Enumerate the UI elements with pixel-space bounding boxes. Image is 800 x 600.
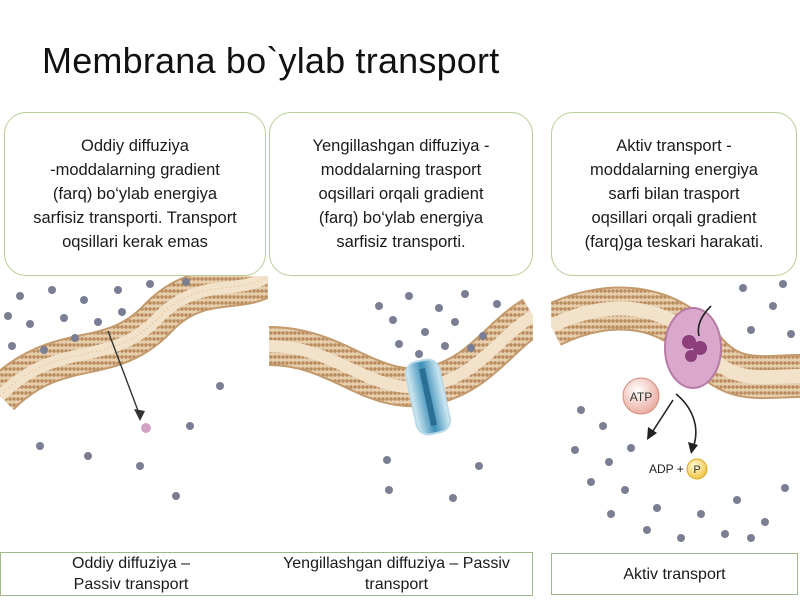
definition-card-active-transport: Aktiv transport - moddalarning energiya … [551, 112, 797, 276]
caption-facilitated-diffusion: Yengillashgan diffuziya – Passiv transpo… [261, 552, 533, 596]
molecules [4, 278, 224, 500]
membrane-illustration [0, 276, 268, 500]
card-line: Oddiy diffuziya [81, 137, 189, 155]
phosphate-molecule: P [686, 458, 708, 480]
card-line: sarfisiz transporti. [336, 233, 466, 251]
definition-card-simple-diffusion: Oddiy diffuziya -moddalarning gradient (… [4, 112, 266, 276]
membrane [0, 276, 268, 411]
caption-line: transport [364, 576, 429, 593]
pump-arrow [647, 305, 712, 454]
facilitated-diffusion-illustration [269, 276, 533, 552]
atp-molecule: ATP [622, 377, 660, 415]
molecules [571, 280, 795, 542]
caption-line: Yengillashgan diffuziya – Passiv [283, 555, 510, 572]
pump-protein [664, 307, 722, 389]
membrane-illustration [269, 290, 533, 502]
card-line: (farq) bo‘ylab energiya [318, 209, 484, 227]
card-line: moddalarning energiya [590, 161, 758, 179]
caption-active-transport: Aktiv transport [551, 553, 798, 595]
caption-simple-diffusion: Oddiy diffuziya – Passiv transport [0, 552, 262, 596]
caption-line: Passiv transport [73, 576, 189, 593]
card-line: sarfi bilan trasport [608, 185, 740, 203]
membrane [269, 298, 533, 408]
card-line: Aktiv transport - [616, 137, 732, 155]
adp-label: ADP + [649, 462, 684, 476]
molecules [375, 290, 501, 502]
card-line: moddalarning trasport [320, 161, 482, 179]
card-line: oqsillari orqali gradient [591, 209, 757, 227]
caption-line: Aktiv transport [623, 565, 726, 583]
card-line: sarfisiz transporti. Transport [33, 209, 237, 227]
diffusion-arrow [107, 330, 145, 421]
card-line: oqsillari orqali gradient [318, 185, 484, 203]
channel-protein [404, 358, 452, 436]
card-line: -moddalarning gradient [50, 161, 220, 179]
card-line: oqsillari kerak emas [62, 233, 208, 251]
card-line: (farq) bo‘ylab energiya [52, 185, 218, 203]
caption-line: Oddiy diffuziya – [72, 555, 190, 572]
card-line: Yengillashgan diffuziya - [312, 137, 490, 155]
atp-label: ATP [630, 390, 652, 404]
phosphate-label: P [693, 464, 700, 476]
membrane-illustration: ATP ADP + P [551, 280, 800, 542]
definition-card-facilitated-diffusion: Yengillashgan diffuziya - moddalarning t… [269, 112, 533, 276]
simple-diffusion-illustration [0, 276, 268, 552]
moving-molecule [141, 423, 151, 433]
card-line: (farq)ga teskari harakati. [584, 233, 764, 251]
active-transport-illustration: ATP ADP + P [551, 276, 800, 552]
page-title: Membrana bo`ylab transport [42, 40, 500, 81]
